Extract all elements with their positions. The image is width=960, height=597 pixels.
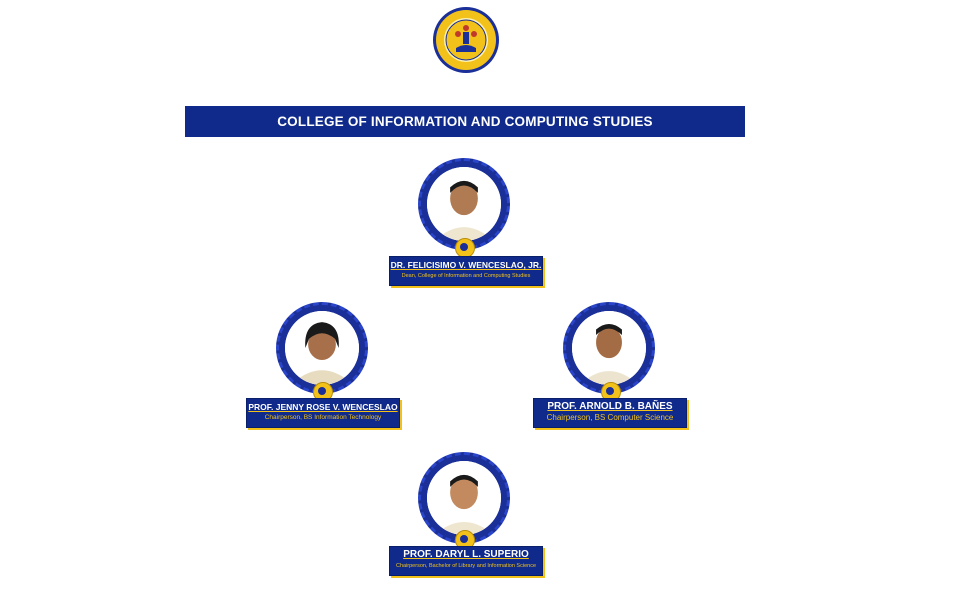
cs-chair-nameplate: PROF. ARNOLD B. BAÑES Chairperson, BS Co… — [533, 398, 687, 428]
lis-chair-role: Chairperson, Bachelor of Library and Inf… — [395, 563, 537, 569]
lis-chair-portrait-frame — [418, 452, 510, 544]
cs-chair-name: PROF. ARNOLD B. BAÑES — [547, 401, 673, 412]
cs-chair-photo — [572, 311, 646, 385]
college-title-banner: COLLEGE OF INFORMATION AND COMPUTING STU… — [185, 106, 745, 137]
cs-chair-role: Chairperson, BS Computer Science — [546, 413, 674, 422]
university-seal-logo — [432, 6, 500, 74]
it-chair-portrait-frame — [276, 302, 368, 394]
it-chair-photo — [285, 311, 359, 385]
college-title: COLLEGE OF INFORMATION AND COMPUTING STU… — [277, 114, 653, 129]
dean-name: DR. FELICISIMO V. WENCESLAO, JR. — [390, 260, 542, 270]
it-chair-role: Chairperson, BS Information Technology — [264, 414, 382, 421]
lis-chair-nameplate: PROF. DARYL L. SUPERIO Chairperson, Bach… — [389, 546, 543, 576]
dean-mini-seal-icon — [455, 238, 475, 258]
dean-role: Dean, College of Information and Computi… — [401, 273, 531, 279]
lis-chair-name: PROF. DARYL L. SUPERIO — [403, 549, 529, 560]
dean-portrait-frame — [418, 158, 510, 250]
it-chair-name: PROF. JENNY ROSE V. WENCESLAO — [248, 402, 398, 412]
dean-nameplate: DR. FELICISIMO V. WENCESLAO, JR. Dean, C… — [389, 256, 543, 286]
lis-chair-photo — [427, 461, 501, 535]
dean-photo — [427, 167, 501, 241]
it-chair-nameplate: PROF. JENNY ROSE V. WENCESLAO Chairperso… — [246, 398, 400, 428]
cs-chair-portrait-frame — [563, 302, 655, 394]
